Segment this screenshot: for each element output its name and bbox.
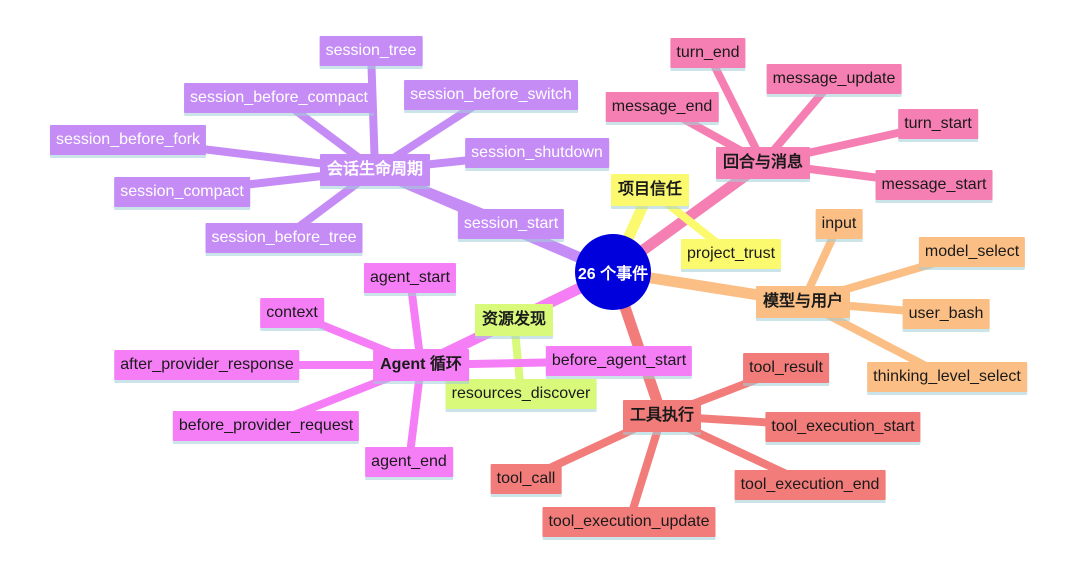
leaf-node-tool-execution-update: tool_execution_update [542, 507, 716, 537]
branch-node-resource-discovery: 资源发现 [474, 304, 554, 336]
leaf-node-session-before-fork: session_before_fork [49, 125, 207, 155]
leaf-node-before-provider-request: before_provider_request [172, 411, 360, 441]
branch-node-tool-execution: 工具执行 [622, 400, 702, 432]
leaf-node-before-agent-start: before_agent_start [545, 346, 693, 376]
leaf-node-session-before-tree: session_before_tree [205, 223, 363, 253]
leaf-node-tool-execution-start: tool_execution_start [765, 412, 921, 442]
leaf-node-turn-start: turn_start [898, 109, 978, 139]
branch-node-model-user: 模型与用户 [755, 286, 851, 318]
leaf-node-input: input [815, 209, 863, 239]
leaf-node-session-before-switch: session_before_switch [404, 80, 578, 110]
branch-node-turn-message: 回合与消息 [715, 147, 811, 179]
leaf-node-resources-discover: resources_discover [445, 379, 597, 409]
leaf-node-user-bash: user_bash [902, 299, 990, 329]
branch-node-session-lifecycle: 会话生命周期 [319, 154, 431, 186]
leaf-node-session-before-compact: session_before_compact [184, 83, 374, 113]
leaf-node-after-provider-response: after_provider_response [114, 350, 300, 380]
leaf-node-message-start: message_start [875, 170, 993, 200]
leaf-node-agent-start: agent_start [363, 263, 457, 293]
leaf-node-thinking-level-select: thinking_level_select [867, 362, 1027, 392]
leaf-node-context: context [260, 298, 324, 328]
branch-node-project-trust: 项目信任 [610, 174, 690, 206]
leaf-node-message-end: message_end [605, 92, 719, 122]
leaf-node-turn-end: turn_end [670, 38, 746, 68]
leaf-node-agent-end: agent_end [365, 447, 453, 477]
leaf-node-session-start: session_start [457, 209, 565, 239]
leaf-node-message-update: message_update [766, 64, 902, 94]
leaf-node-session-compact: session_compact [114, 177, 250, 207]
leaf-node-tool-execution-end: tool_execution_end [734, 470, 886, 500]
leaf-node-session-shutdown: session_shutdown [465, 138, 609, 168]
leaf-node-tool-result: tool_result [743, 353, 829, 383]
leaf-node-project-trust: project_trust [680, 239, 782, 269]
branch-node-agent-loop: Agent 循环 [373, 349, 469, 381]
leaf-node-model-select: model_select [918, 237, 1026, 267]
edge-agent-end [405, 361, 425, 466]
leaf-node-session-tree: session_tree [319, 36, 423, 66]
edge-turn-end [704, 49, 767, 167]
root-node: 26 个事件 [575, 234, 651, 310]
edge-tool-execution-update [625, 412, 666, 526]
leaf-node-tool-call: tool_call [490, 464, 562, 494]
